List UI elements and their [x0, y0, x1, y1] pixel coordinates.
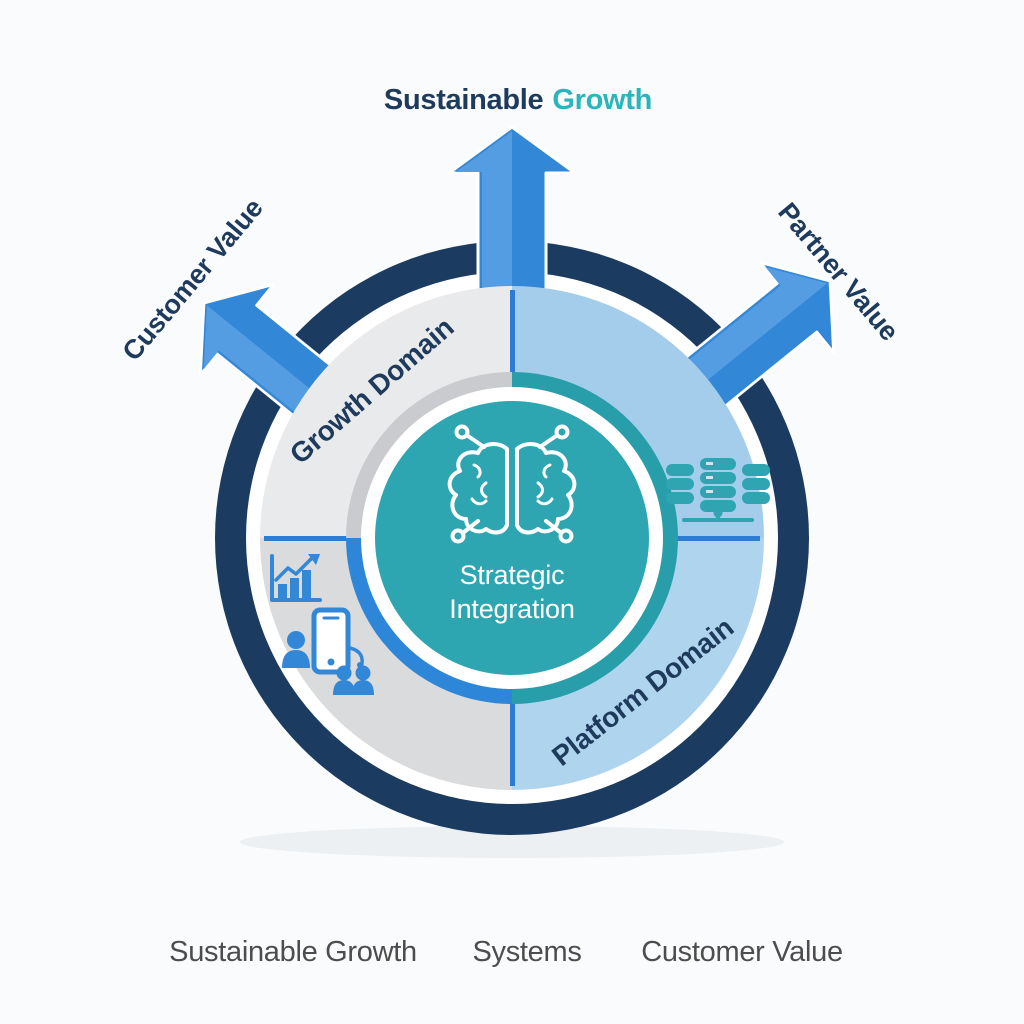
hub-circle: [375, 401, 649, 675]
mobile-users-icon: [282, 607, 374, 695]
bottom-caption-customer-value: Customer Value: [641, 936, 843, 968]
label-sustainable: Sustainable: [383, 84, 544, 116]
hub-title-line1: Strategic: [459, 560, 565, 590]
bottom-caption-systems: Systems: [472, 936, 582, 968]
wheel-shadow: [240, 826, 784, 858]
hub-title-line2: Integration: [449, 594, 575, 625]
quadrant-dividers: [264, 290, 760, 786]
label-growth: Growth: [552, 84, 653, 116]
growth-chart-icon: [270, 554, 322, 602]
brain-circuit-icon: [447, 424, 577, 544]
hub-title: Strategic Integration: [362, 558, 662, 626]
database-network-icon: [666, 458, 770, 522]
bottom-caption-sustainable-growth: Sustainable Growth: [169, 936, 417, 968]
arrow-up: [447, 125, 577, 329]
